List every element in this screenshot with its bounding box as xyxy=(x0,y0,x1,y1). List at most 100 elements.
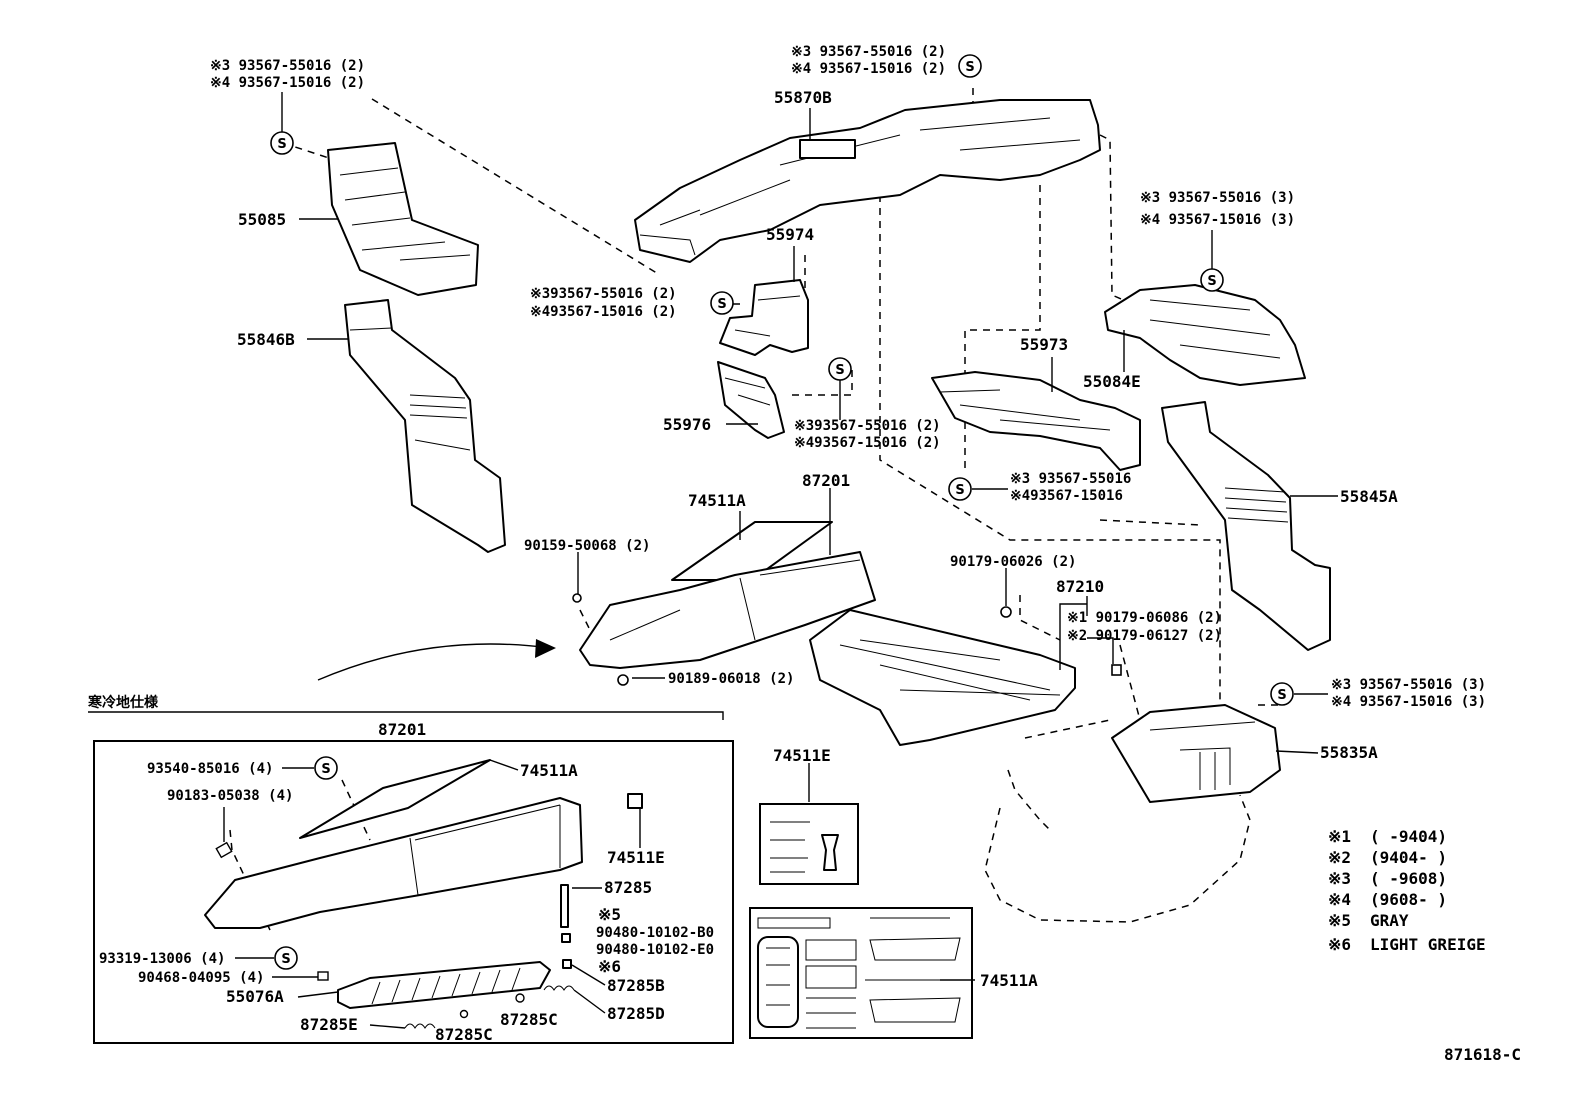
legend-item: ※6 LIGHT GREIGE xyxy=(1328,935,1486,954)
callout-c6: ※3 93567-55016 ※493567-15016 xyxy=(1010,471,1131,504)
part-55974-drawing xyxy=(719,279,809,356)
inset-87285B-clip xyxy=(562,959,572,969)
part-55973-drawing xyxy=(931,371,1141,471)
svg-text:(9608- ): (9608- ) xyxy=(1370,890,1447,909)
inset-90480-clip xyxy=(561,933,571,943)
caution-label-74511E-drawing xyxy=(759,803,859,885)
part-87210-drawing xyxy=(809,609,1076,746)
legend-item: ※1 ( -9404) xyxy=(1328,827,1447,846)
inset-label-90183: 90183-05038 (4) xyxy=(167,788,293,804)
svg-text:S: S xyxy=(717,297,726,312)
label-55084E: 55084E xyxy=(1083,372,1141,391)
label-90179-06026: 90179-06026 (2) xyxy=(950,554,1076,570)
part-55870B-drawing xyxy=(634,99,1101,263)
screw-symbol-icon: S xyxy=(948,477,972,501)
svg-text:S: S xyxy=(1207,274,1216,289)
cold-area-inset: 寒冷地仕様 87201 93540-85016 (4) 74 xyxy=(88,694,734,1044)
svg-text:※3 93567-55016 (2): ※3 93567-55016 (2) xyxy=(791,44,946,60)
inset-55076A-filter xyxy=(337,961,551,1009)
svg-text:※1: ※1 xyxy=(1328,827,1351,846)
leader-lines xyxy=(281,92,1338,981)
screw-symbol-icon: S xyxy=(270,131,294,155)
screw-symbol-icon: S xyxy=(1200,268,1224,292)
callout-c5: ※393567-55016 (2) ※493567-15016 (2) xyxy=(794,418,941,451)
svg-text:※493567-15016 (2): ※493567-15016 (2) xyxy=(794,435,941,451)
svg-text:S: S xyxy=(281,952,290,967)
screw-symbol-icon: S xyxy=(710,291,734,315)
heater-unit-outline xyxy=(984,719,1251,923)
part-55976-drawing xyxy=(717,361,785,439)
svg-text:※4 93567-15016 (3): ※4 93567-15016 (3) xyxy=(1331,694,1486,710)
svg-text:※3: ※3 xyxy=(1328,869,1351,888)
direction-arrow xyxy=(317,639,556,681)
callout-c1: ※3 93567-55016 (2) ※4 93567-15016 (2) xyxy=(210,58,365,91)
svg-text:S: S xyxy=(835,363,844,378)
inset-label-87285C-a: 87285C xyxy=(435,1025,493,1044)
svg-text:※2 90179-06127 (2): ※2 90179-06127 (2) xyxy=(1067,628,1222,644)
callout-c2: ※3 93567-55016 (2) ※4 93567-15016 (2) xyxy=(791,44,946,77)
legend-item: ※5 GRAY xyxy=(1328,911,1409,930)
svg-text:※4 93567-15016 (2): ※4 93567-15016 (2) xyxy=(791,61,946,77)
label-55085: 55085 xyxy=(238,210,286,229)
svg-text:GRAY: GRAY xyxy=(1370,911,1409,930)
inset-label-87285: 87285 xyxy=(604,878,652,897)
svg-text:( -9608): ( -9608) xyxy=(1370,869,1447,888)
svg-text:※493567-15016: ※493567-15016 xyxy=(1010,488,1123,504)
inset-87285-pin xyxy=(560,884,569,928)
svg-text:※3 93567-55016 (3): ※3 93567-55016 (3) xyxy=(1140,190,1295,206)
label-55845A: 55845A xyxy=(1340,487,1398,506)
inset-label-87285D: 87285D xyxy=(607,1004,665,1023)
label-74511A-top: 74511A xyxy=(688,491,746,510)
part-55846B-drawing xyxy=(344,299,506,553)
label-74511E-mid: 74511E xyxy=(773,746,831,765)
inset-label-93319: 93319-13006 (4) xyxy=(99,951,225,967)
svg-text:S: S xyxy=(965,60,974,75)
svg-text:※493567-15016 (2): ※493567-15016 (2) xyxy=(530,304,677,320)
callout-c7: ※3 93567-55016 (3) ※4 93567-15016 (3) xyxy=(1331,677,1486,710)
inset-label-s6: ※6 xyxy=(598,957,621,976)
part-55085-drawing xyxy=(327,142,479,296)
svg-text:※4 93567-15016 (3): ※4 93567-15016 (3) xyxy=(1140,212,1295,228)
inset-label-87285C-b: 87285C xyxy=(500,1010,558,1029)
inset-74511E-tag xyxy=(627,793,643,809)
svg-text:※5: ※5 xyxy=(1328,911,1351,930)
svg-text:( -9404): ( -9404) xyxy=(1370,827,1447,846)
label-55973: 55973 xyxy=(1020,335,1068,354)
label-90189: 90189-06018 (2) xyxy=(668,671,794,687)
inset-label-s5: ※5 xyxy=(598,905,621,924)
label-87210: 87210 xyxy=(1056,577,1104,596)
svg-text:※393567-55016 (2): ※393567-55016 (2) xyxy=(794,418,941,434)
inset-label-74511A: 74511A xyxy=(520,761,578,780)
fastener-glyphs xyxy=(572,593,1122,686)
inset-label-90468: 90468-04095 (4) xyxy=(138,970,264,986)
part-55845A-drawing xyxy=(1161,401,1331,651)
label-55976: 55976 xyxy=(663,415,711,434)
inset-label-74511E: 74511E xyxy=(607,848,665,867)
part-87201-top-drawing xyxy=(579,551,876,669)
svg-text:※2: ※2 xyxy=(1328,848,1351,867)
label-87201-top: 87201 xyxy=(802,471,850,490)
figure-code: 871618-C xyxy=(1444,1045,1521,1064)
svg-text:S: S xyxy=(1277,688,1286,703)
label-55974: 55974 xyxy=(766,225,814,244)
callout-c4: ※393567-55016 (2) ※493567-15016 (2) xyxy=(530,286,677,320)
svg-text:※6: ※6 xyxy=(1328,935,1351,954)
svg-text:(9404- ): (9404- ) xyxy=(1370,848,1447,867)
svg-text:S: S xyxy=(321,762,330,777)
caution-label-74511A-drawing xyxy=(749,907,973,1039)
screw-symbol-icon: S xyxy=(274,946,298,970)
svg-text:※3 93567-55016 (3): ※3 93567-55016 (3) xyxy=(1331,677,1486,693)
part-55084E-drawing xyxy=(1104,284,1306,386)
svg-text:LIGHT GREIGE: LIGHT GREIGE xyxy=(1370,935,1486,954)
svg-text:S: S xyxy=(277,137,286,152)
label-55846B: 55846B xyxy=(237,330,295,349)
screw-symbols: S S S S S S S S S xyxy=(270,54,1294,970)
svg-text:※4: ※4 xyxy=(1328,890,1351,909)
inset-87285D-spring xyxy=(543,985,575,991)
inset-heading: 寒冷地仕様 xyxy=(88,694,159,711)
inset-87201-duct xyxy=(204,797,583,929)
inset-label-90480-E0: 90480-10102-E0 xyxy=(596,942,714,958)
label-74511A-mid: 74511A xyxy=(980,971,1038,990)
label-55835A: 55835A xyxy=(1320,743,1378,762)
svg-text:※4 93567-15016 (2): ※4 93567-15016 (2) xyxy=(210,75,365,91)
